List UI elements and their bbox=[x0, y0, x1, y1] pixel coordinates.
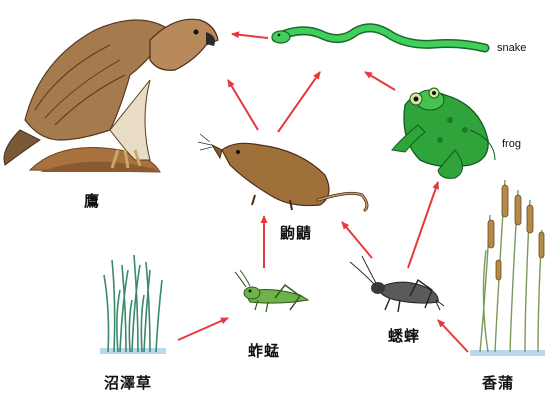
arrow-marsh-grass-to-grasshopper bbox=[178, 318, 228, 340]
hawk-illustration bbox=[4, 19, 218, 172]
arrow-cattail-to-cricket bbox=[438, 320, 468, 352]
arrow-shrew-to-snake bbox=[278, 72, 320, 132]
arrow-cricket-to-frog bbox=[408, 182, 438, 268]
cattail-label: 香蒲 bbox=[482, 372, 514, 393]
arrow-shrew-to-hawk bbox=[228, 80, 258, 130]
frog-label: frog bbox=[502, 138, 521, 150]
grasshopper-label: 蚱蜢 bbox=[248, 340, 280, 361]
snake-label: snake bbox=[497, 42, 526, 54]
marsh-grass-label: 沼澤草 bbox=[104, 372, 152, 393]
marsh-grass-illustration bbox=[100, 255, 166, 354]
frog-illustration bbox=[392, 88, 495, 178]
cricket-label: 蟋蟀 bbox=[388, 325, 420, 346]
hawk-label: 鷹 bbox=[84, 190, 100, 211]
arrow-frog-to-snake bbox=[365, 72, 395, 90]
cricket-illustration bbox=[350, 256, 444, 312]
cattail-illustration bbox=[470, 180, 545, 356]
arrow-cricket-to-shrew bbox=[342, 222, 372, 258]
shrew-illustration bbox=[198, 134, 367, 210]
shrew-label: 鼩鼱 bbox=[280, 222, 312, 243]
snake-illustration bbox=[272, 28, 485, 48]
arrow-snake-to-hawk bbox=[232, 34, 268, 38]
grasshopper-illustration bbox=[235, 270, 308, 312]
